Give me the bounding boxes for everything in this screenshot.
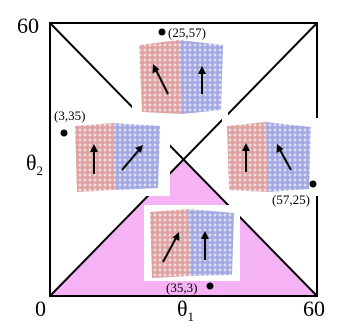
grain-inset-right xyxy=(222,118,322,196)
data-point-label-25-57: (25,57) xyxy=(168,25,206,40)
data-point-57-25 xyxy=(309,180,317,188)
grain-inset-top xyxy=(132,38,228,118)
data-point-label-57-25: (57,25) xyxy=(272,192,310,207)
left-arrow-head xyxy=(152,64,160,74)
data-point-label-3-35: (3,35) xyxy=(54,108,85,123)
x-min-label: 0 xyxy=(35,296,46,321)
right-grain-orientation-arrow xyxy=(279,149,292,171)
y-axis-label-subscript: 2 xyxy=(37,163,44,178)
right-arrow-head xyxy=(276,144,284,153)
grain-inset-bottom xyxy=(144,205,240,281)
left-grain xyxy=(150,209,190,278)
right-grain-orientation-arrow xyxy=(121,149,140,171)
y-axis-label-base: θ xyxy=(26,150,37,175)
data-point-label-35-3: (35,3) xyxy=(166,280,197,295)
x-max-label: 60 xyxy=(303,296,325,321)
right-arrow-head xyxy=(135,145,143,153)
left-grain-orientation-arrow xyxy=(162,237,177,263)
grain-inset-left xyxy=(70,118,170,196)
left-arrow-head xyxy=(90,144,98,152)
right-arrow-head xyxy=(198,66,206,74)
y-axis-label: θ2 xyxy=(26,150,43,178)
data-point-3-35 xyxy=(60,129,68,137)
right-grain xyxy=(188,209,234,276)
left-grain xyxy=(227,122,268,192)
data-point-25-57 xyxy=(158,28,166,36)
x-axis-label-base: θ xyxy=(177,296,188,321)
left-grain-orientation-arrow xyxy=(155,69,169,95)
diagonal-line-2 xyxy=(49,22,318,297)
left-arrow-head xyxy=(242,143,250,151)
right-grain xyxy=(113,123,160,190)
left-arrow-head xyxy=(172,232,180,241)
right-arrow-head xyxy=(201,231,209,239)
x-axis-label-subscript: 1 xyxy=(188,309,195,324)
data-point-35-3 xyxy=(206,282,214,290)
y-max-label: 60 xyxy=(17,13,39,38)
right-grain xyxy=(266,122,311,192)
x-axis-label: θ1 xyxy=(177,296,194,324)
